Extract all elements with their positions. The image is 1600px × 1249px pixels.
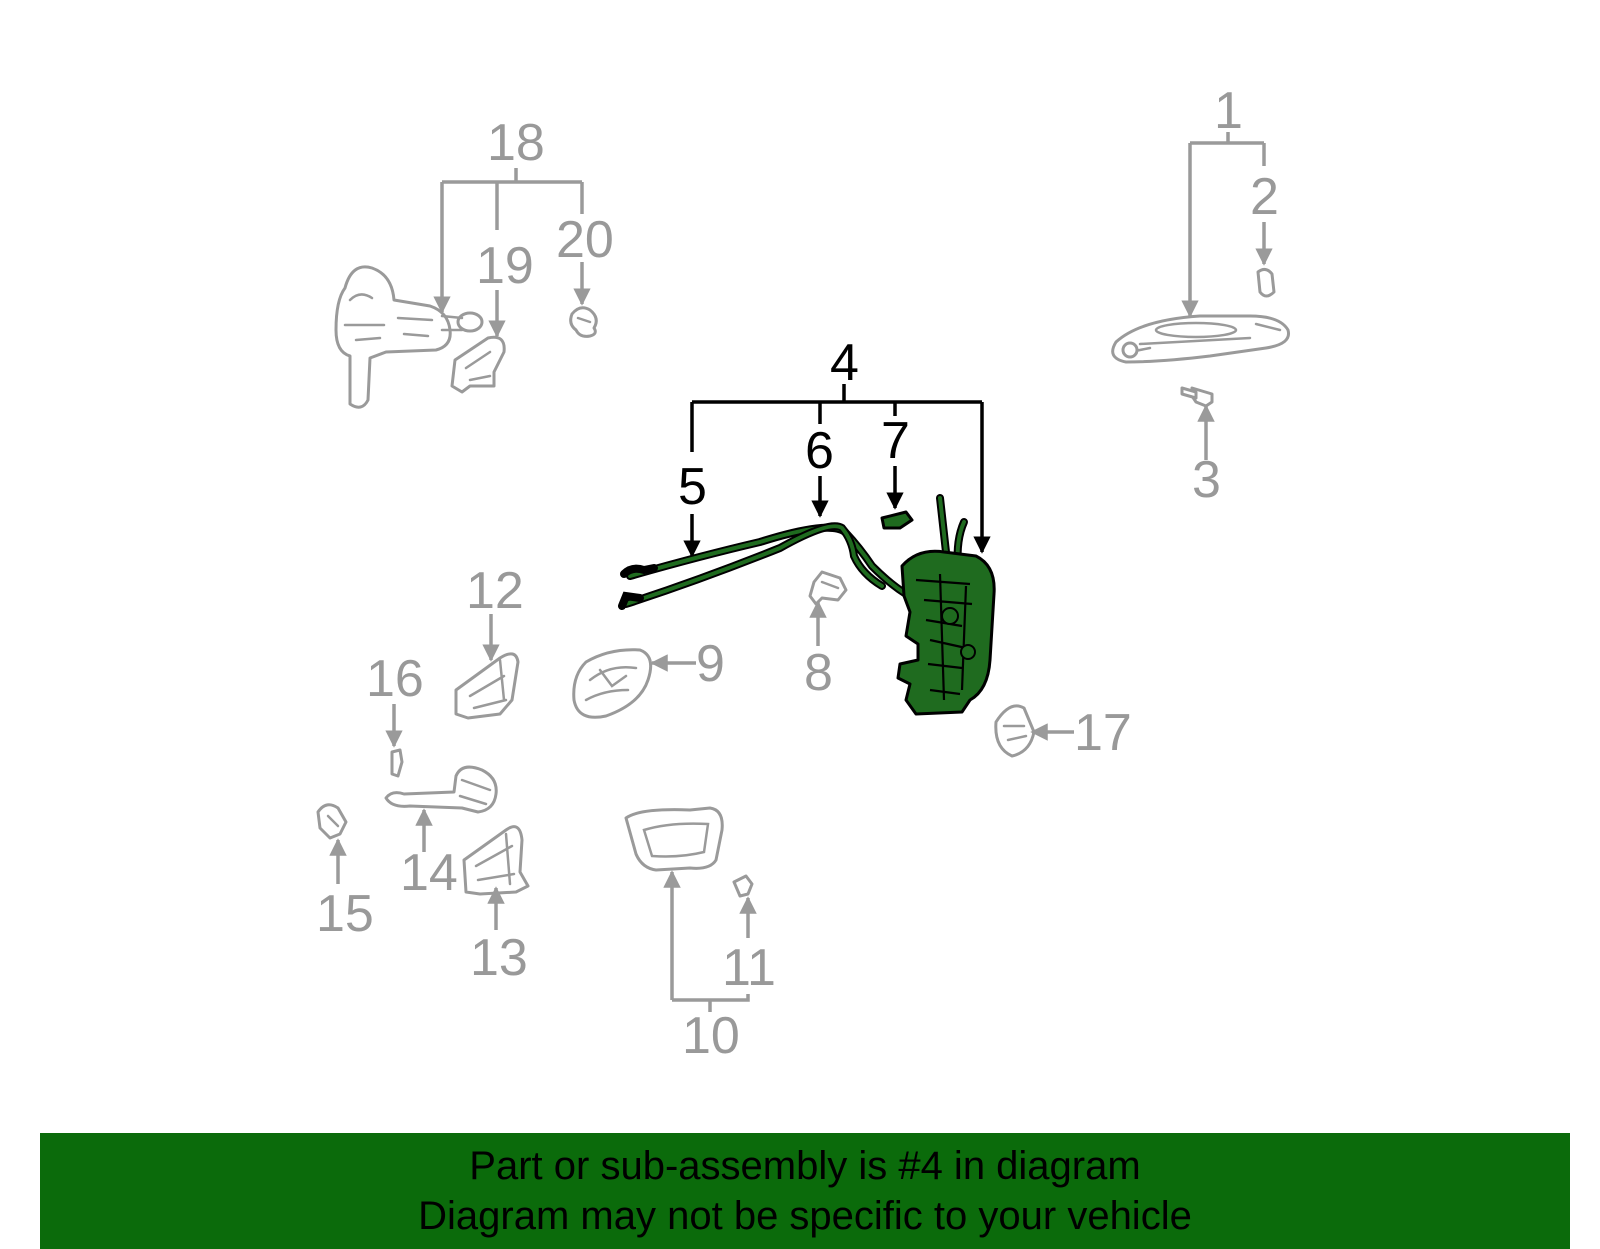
part-clip-11[interactable] — [732, 874, 754, 898]
callout-16[interactable]: 16 — [366, 650, 424, 708]
callout-20[interactable]: 20 — [556, 211, 614, 269]
callout-9[interactable]: 9 — [696, 635, 725, 693]
callout-18[interactable]: 18 — [487, 114, 545, 172]
callout-2[interactable]: 2 — [1250, 168, 1279, 226]
banner-line-2: Diagram may not be specific to your vehi… — [418, 1194, 1192, 1238]
callout-8[interactable]: 8 — [804, 644, 833, 702]
part-screw-3[interactable] — [1180, 386, 1214, 408]
callout-5[interactable]: 5 — [678, 458, 707, 516]
part-door-lock-assembly[interactable] — [896, 494, 996, 716]
banner-line-1: Part or sub-assembly is #4 in diagram — [469, 1144, 1141, 1188]
callout-14[interactable]: 14 — [400, 844, 458, 902]
info-banner: Part or sub-assembly is #4 in diagram Di… — [40, 1133, 1570, 1249]
callout-1[interactable]: 1 — [1214, 82, 1243, 140]
part-cylinder-retainer[interactable] — [450, 335, 506, 394]
part-inside-handle-9[interactable] — [572, 648, 653, 719]
callout-12[interactable]: 12 — [466, 562, 524, 620]
part-cable-5[interactable] — [620, 523, 910, 598]
callout-4[interactable]: 4 — [830, 334, 859, 392]
part-handle-pad[interactable] — [1256, 267, 1276, 298]
part-clip-16[interactable] — [390, 748, 404, 778]
callout-13[interactable]: 13 — [470, 929, 528, 987]
callout-19[interactable]: 19 — [476, 237, 534, 295]
leader-10-bracket — [672, 994, 750, 1012]
callout-17[interactable]: 17 — [1074, 704, 1132, 762]
callout-15[interactable]: 15 — [316, 885, 374, 943]
callout-3[interactable]: 3 — [1192, 451, 1221, 509]
part-clip-7[interactable] — [880, 510, 914, 530]
callout-6[interactable]: 6 — [805, 422, 834, 480]
part-outside-handle[interactable] — [1111, 314, 1291, 364]
leader-1 — [1190, 132, 1264, 145]
part-rod-14[interactable] — [384, 765, 498, 814]
part-bracket-12[interactable] — [454, 652, 520, 720]
part-bumper-17[interactable] — [994, 704, 1036, 758]
part-inside-handle-bezel-10[interactable] — [624, 806, 724, 872]
parts-diagram: 18 19 20 1 2 3 4 5 — [316, 82, 1291, 1065]
leader-18 — [442, 168, 582, 184]
callout-11[interactable]: 11 — [722, 939, 776, 997]
part-cable-6[interactable] — [618, 522, 886, 610]
part-bracket-8[interactable] — [808, 570, 848, 606]
part-clip-20[interactable] — [569, 306, 598, 338]
callout-7[interactable]: 7 — [881, 412, 910, 470]
part-clip-15[interactable] — [316, 803, 348, 840]
callout-10[interactable]: 10 — [682, 1007, 740, 1065]
leader-4 — [692, 384, 982, 404]
part-bracket-13[interactable] — [462, 825, 530, 896]
part-lock-cylinder[interactable] — [334, 265, 484, 409]
